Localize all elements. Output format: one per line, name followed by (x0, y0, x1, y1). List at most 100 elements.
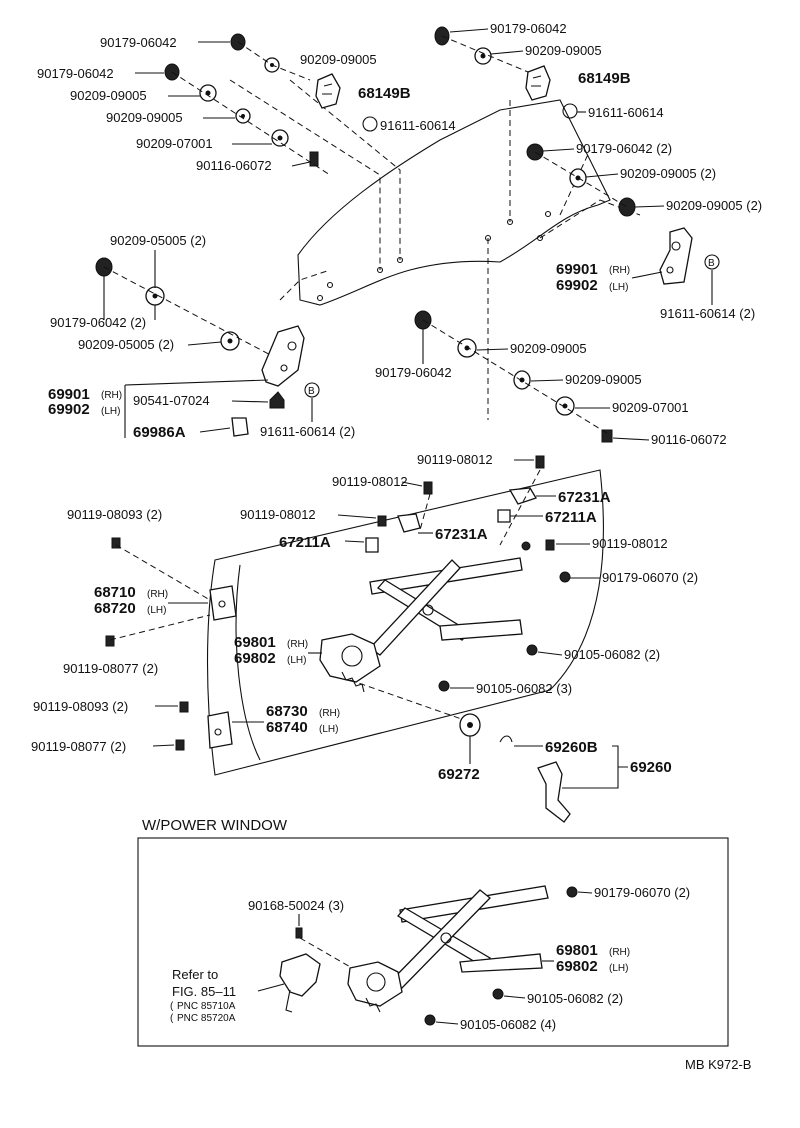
label-rh: (RH) (609, 947, 630, 958)
label-90105-06082: 90105-06082 (3) (476, 681, 572, 696)
center-washers (414, 310, 613, 443)
label-90179-06070: 90179-06070 (2) (594, 885, 690, 900)
section-title-power-window: W/POWER WINDOW (142, 817, 288, 834)
lower-small-parts (349, 455, 571, 723)
refer-to-text: Refer to (172, 967, 218, 982)
label-69902: 69902 (48, 401, 90, 418)
label-rh: (RH) (319, 708, 340, 719)
label-90209-09005: 90209-09005 (70, 88, 147, 103)
label-91611-60614: 91611-60614 (380, 118, 456, 133)
label-69272: 69272 (438, 766, 480, 783)
label-lh: (LH) (287, 655, 306, 666)
label-67231A: 67231A (435, 526, 488, 543)
label-90105-06082: 90105-06082 (4) (460, 1017, 556, 1032)
label-lh: (LH) (609, 963, 628, 974)
label-90179-06042: 90179-06042 (37, 66, 114, 81)
label-69986A: 69986A (133, 424, 186, 441)
label-rh: (RH) (287, 639, 308, 650)
label-90209-09005: 90209-09005 (106, 110, 183, 125)
label-90119-08077: 90119-08077 (2) (63, 661, 158, 676)
label-90119-08012: 90119-08012 (240, 507, 316, 522)
label-lh: (LH) (319, 724, 338, 735)
label-69801: 69801 (556, 942, 598, 959)
label-90209-09005: 90209-09005 (2) (666, 198, 762, 213)
label-90179-06042: 90179-06042 (2) (50, 315, 146, 330)
label-91611-60614: 91611-60614 (588, 105, 664, 120)
label-69802: 69802 (556, 958, 598, 975)
label-lh: (LH) (147, 605, 166, 616)
label-67211A: 67211A (545, 509, 597, 526)
label-67211A: 67211A (279, 534, 331, 551)
label-91611-60614: 91611-60614 (2) (260, 424, 355, 439)
label-68149B: 68149B (358, 85, 411, 102)
label-69802: 69802 (234, 650, 276, 667)
label-90119-08012: 90119-08012 (332, 474, 408, 489)
label-69260: 69260 (630, 759, 672, 776)
door-glass-outline (229, 79, 641, 420)
label-90168-50024: 90168-50024 (3) (248, 898, 344, 913)
upper-left-washers (164, 33, 331, 176)
window-regulator (319, 541, 531, 693)
label-rh: (RH) (609, 265, 630, 276)
label-90209-09005: 90209-09005 (300, 52, 377, 67)
refer-fig-text: FIG. 85–11 (172, 984, 236, 999)
label-68710: 68710 (94, 584, 136, 601)
bracket-69901-right: B (659, 227, 720, 285)
pnc-85710a: PNC 85710A (177, 1001, 236, 1012)
bracket-69901-left: B (231, 325, 320, 437)
label-68720: 68720 (94, 600, 136, 617)
label-90119-08093: 90119-08093 (2) (67, 507, 162, 522)
label-69801: 69801 (234, 634, 276, 651)
pnc-85720a: PNC 85720A (177, 1013, 236, 1024)
label-rh: (RH) (101, 390, 122, 401)
label-90105-06082: 90105-06082 (2) (564, 647, 660, 662)
label-90179-06042: 90179-06042 (490, 21, 567, 36)
pnc-paren-close: ( (170, 1013, 174, 1024)
label-68149B: 68149B (578, 70, 631, 87)
label-90209-07001: 90209-07001 (612, 400, 689, 415)
power-window-box (137, 837, 729, 1047)
b-marker-2: B (308, 386, 315, 397)
label-lh: (LH) (609, 282, 628, 293)
label-90105-06082: 90105-06082 (2) (527, 991, 623, 1006)
label-rh: (RH) (147, 589, 168, 600)
label-90116-06072: 90116-06072 (651, 432, 727, 447)
label-90209-09005: 90209-09005 (2) (620, 166, 716, 181)
label-69901: 69901 (48, 386, 90, 403)
label-90119-08077: 90119-08077 (2) (31, 739, 126, 754)
label-90119-08012: 90119-08012 (592, 536, 668, 551)
label-90119-08093: 90119-08093 (2) (33, 699, 128, 714)
label-90209-05005: 90209-05005 (2) (78, 337, 174, 352)
upper-right-washers (434, 26, 636, 217)
diagram-code: MB K972-B (685, 1057, 751, 1072)
label-90209-09005: 90209-09005 (525, 43, 602, 58)
label-90179-06042: 90179-06042 (2) (576, 141, 672, 156)
label-90209-05005: 90209-05005 (2) (110, 233, 206, 248)
label-lh: (LH) (101, 406, 120, 417)
label-90119-08012: 90119-08012 (417, 452, 493, 467)
left-mid-washers (95, 257, 281, 361)
label-90209-09005: 90209-09005 (565, 372, 642, 387)
clip-68149B-right (525, 65, 551, 101)
label-90179-06070: 90179-06070 (2) (602, 570, 698, 585)
label-69902: 69902 (556, 277, 598, 294)
label-90116-06072: 90116-06072 (196, 158, 272, 173)
pnc-paren-open: ( (170, 1001, 174, 1012)
clip-68149B-left (315, 73, 341, 109)
label-68730: 68730 (266, 703, 308, 720)
label-91611-60614: 91611-60614 (2) (660, 306, 755, 321)
label-90209-07001: 90209-07001 (136, 136, 213, 151)
label-90179-06042: 90179-06042 (375, 365, 452, 380)
label-67231A: 67231A (558, 489, 611, 506)
label-90541-07024: 90541-07024 (133, 393, 210, 408)
door-panel-outline (206, 469, 604, 776)
b-circles (362, 103, 578, 132)
hinge-parts (105, 537, 237, 751)
label-69260B: 69260B (545, 739, 598, 756)
label-69901: 69901 (556, 261, 598, 278)
label-90179-06042: 90179-06042 (100, 35, 177, 50)
label-90209-09005: 90209-09005 (510, 341, 587, 356)
power-regulator (279, 885, 578, 1026)
